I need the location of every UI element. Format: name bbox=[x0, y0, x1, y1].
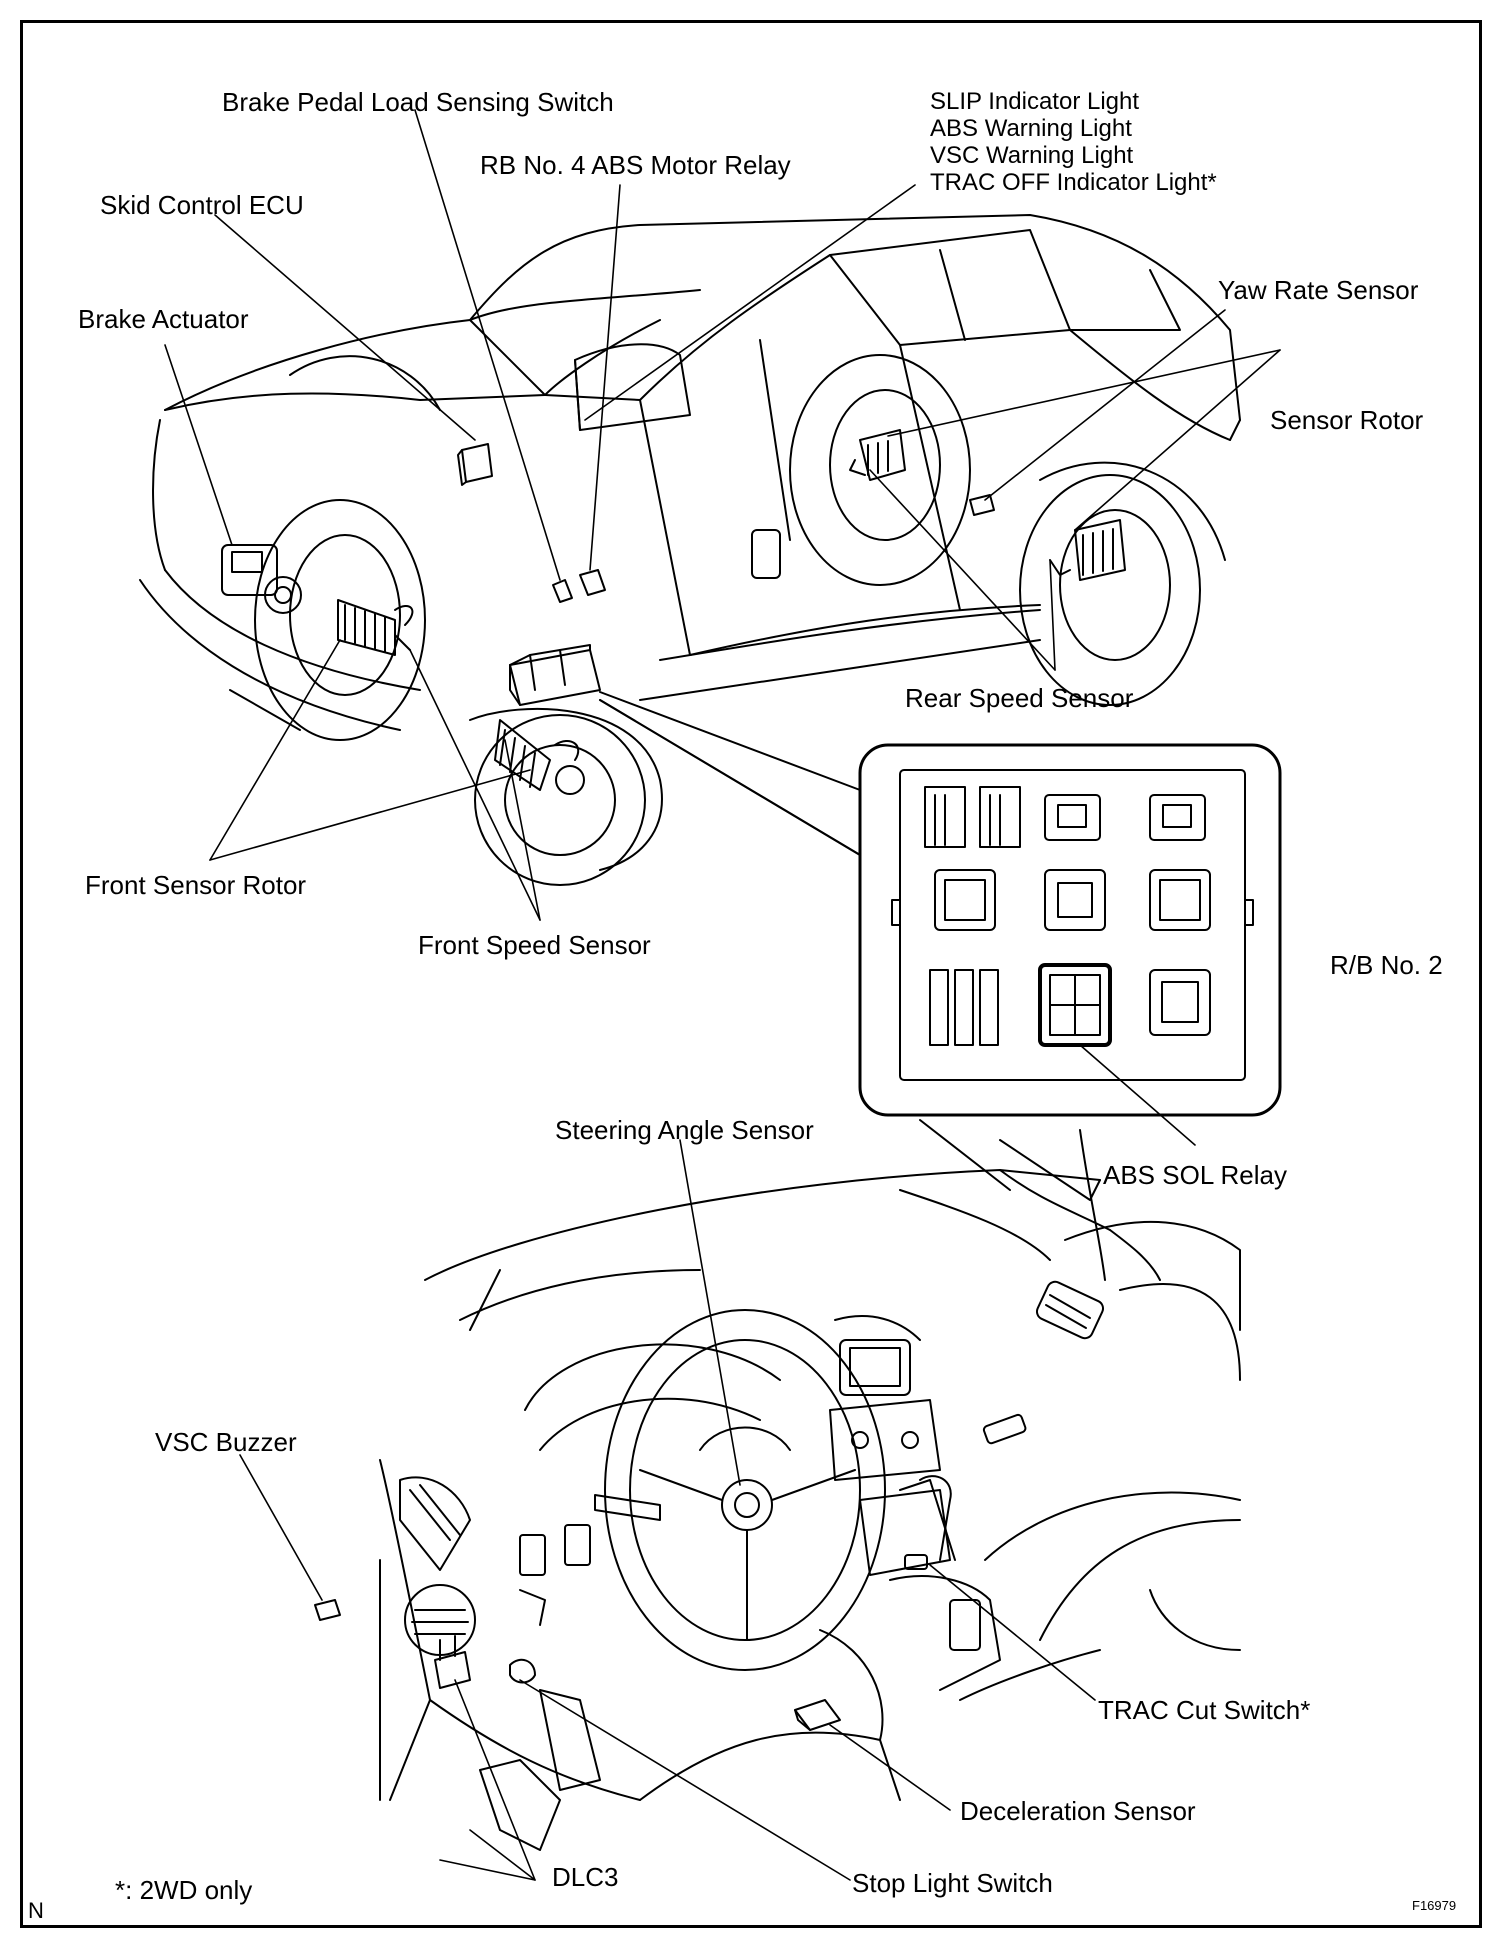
dashboard-drawing bbox=[314, 1119, 1241, 1851]
label-abs-sol-relay: ABS SOL Relay bbox=[1103, 1160, 1288, 1190]
vehicle-body-drawing bbox=[139, 214, 1241, 886]
label-brake-actuator: Brake Actuator bbox=[78, 304, 249, 334]
label-rear-speed-sensor: Rear Speed Sensor bbox=[905, 683, 1134, 713]
figure-code: F16979 bbox=[1412, 1898, 1457, 1913]
label-front-sensor-rotor: Front Sensor Rotor bbox=[85, 870, 307, 900]
label-indicator-lights: SLIP Indicator Light ABS Warning Light V… bbox=[930, 88, 1217, 196]
label-abs-warning-light: ABS Warning Light bbox=[930, 115, 1132, 142]
label-deceleration-sensor: Deceleration Sensor bbox=[960, 1796, 1196, 1826]
rb-no2-detail-box bbox=[599, 691, 1282, 1117]
label-skid-control-ecu: Skid Control ECU bbox=[100, 190, 304, 220]
label-steering-angle-sensor: Steering Angle Sensor bbox=[555, 1115, 814, 1145]
label-brake-pedal-load-sensing-switch: Brake Pedal Load Sensing Switch bbox=[222, 87, 614, 117]
leader-lines bbox=[164, 109, 1281, 1881]
label-stop-light-switch: Stop Light Switch bbox=[852, 1868, 1053, 1898]
label-vsc-buzzer: VSC Buzzer bbox=[155, 1427, 297, 1457]
label-slip-indicator-light: SLIP Indicator Light bbox=[930, 88, 1140, 115]
label-dlc3: DLC3 bbox=[552, 1862, 619, 1892]
label-vsc-warning-light: VSC Warning Light bbox=[930, 142, 1134, 169]
label-front-speed-sensor: Front Speed Sensor bbox=[418, 930, 651, 960]
corner-mark: N bbox=[28, 1898, 44, 1923]
label-rb-no2: R/B No. 2 bbox=[1330, 950, 1443, 980]
label-sensor-rotor: Sensor Rotor bbox=[1270, 405, 1424, 435]
footnote: *: 2WD only bbox=[115, 1875, 253, 1905]
label-yaw-rate-sensor: Yaw Rate Sensor bbox=[1218, 275, 1419, 305]
label-rb-no4-abs-motor-relay: RB No. 4 ABS Motor Relay bbox=[480, 150, 791, 180]
label-trac-off-indicator-light: TRAC OFF Indicator Light* bbox=[930, 169, 1217, 196]
vehicle-components bbox=[221, 343, 1126, 795]
diagram-frame bbox=[20, 20, 1482, 1928]
label-trac-cut-switch: TRAC Cut Switch* bbox=[1098, 1695, 1311, 1725]
